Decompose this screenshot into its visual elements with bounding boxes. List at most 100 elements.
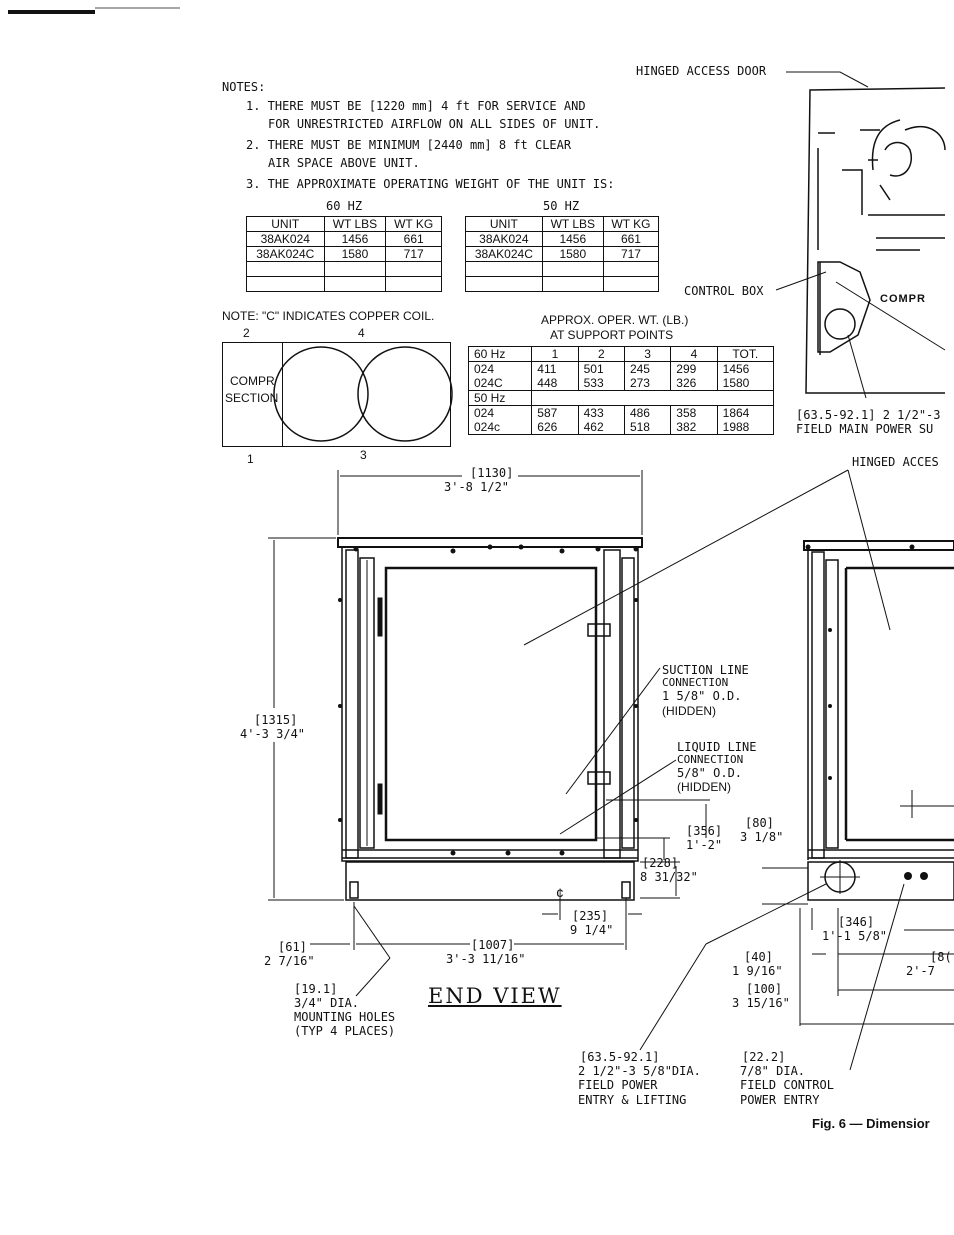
support-point-2: 2 [243,326,250,340]
table-cell: 1580 [323,246,387,262]
fan-circle-right [357,346,453,442]
empty-cell [246,261,325,277]
hz60-label: 60 HZ [326,199,363,213]
table-cell: 717 [385,246,442,262]
control-entry-line-1: [22.2] [742,1050,786,1064]
note-2-line-2: AIR SPACE ABOVE UNIT. [268,156,420,170]
value-cell: 245 [629,362,650,376]
empty-cell [323,261,387,277]
value-cell: 299 [676,362,697,376]
support-title-line-1: APPROX. OPER. WT. (LB.) [541,313,689,327]
header-cell: 4 [670,346,718,362]
empty-cell [465,261,543,277]
control-entry-line-4: POWER ENTRY [740,1093,820,1107]
section-label: SECTION [225,391,279,405]
liquid-line-2: CONNECTION [677,753,744,766]
note-2-line-1: 2. THERE MUST BE MINIMUM [2440 mm] 8 ft … [246,138,572,152]
suction-line-3: 1 5/8" O.D. [662,689,742,703]
value-cell: 326 [676,376,697,390]
header-cell: WT KG [385,216,442,232]
dim-61-in: 2 7/16" [264,954,315,968]
compr-top-label: COMPR [880,293,926,305]
header-cell: WT KG [602,216,660,232]
empty-cell [541,276,604,292]
value-cell: 518 [629,420,650,434]
fan-circle-left [273,346,369,442]
dim-228-mm: [228] [642,856,679,870]
height-mm: [1315] [254,713,298,727]
dim-61-mm: [61] [278,940,307,954]
header-cell: 3 [623,346,672,362]
empty-cell [602,261,660,277]
value-cell: 462 [583,420,604,434]
control-entry-line-2: 7/8" DIA. [740,1064,806,1078]
power-entry-line-1: [63.5-92.1] [580,1050,660,1064]
suction-line-4: (HIDDEN) [662,704,716,718]
copper-coil-note: NOTE: "C" INDICATES COPPER COIL. [222,309,435,323]
header-cell: 60 Hz [467,346,533,362]
value-cell: 273 [629,376,650,390]
table-cell: 1580 [541,246,604,262]
header-cell: UNIT [246,216,325,232]
value-cell: 501 [583,362,604,376]
note-1-line-2: FOR UNRESTRICTED AIRFLOW ON ALL SIDES OF… [268,117,601,131]
suction-line-1: SUCTION LINE [662,663,749,677]
model-cell: 024 [474,362,495,376]
end-view-drawing [268,469,849,997]
suction-line-2: CONNECTION [662,676,729,689]
note-3-line-1: 3. THE APPROXIMATE OPERATING WEIGHT OF T… [246,177,615,191]
table-cell: 1456 [541,231,604,247]
value-cell: 1580 [722,376,750,390]
support-point-1: 1 [247,452,254,466]
table-cell: 38AK024 [246,231,325,247]
dim-100-mm: [100] [746,982,783,996]
hz50-label: 50 HZ [543,199,580,213]
dim-228-in: 8 31/32" [640,870,698,884]
power-entry-line-3: FIELD POWER [578,1078,658,1092]
value-cell: 626 [537,420,558,434]
empty-cell [385,261,442,277]
value-cell: 1864 [722,406,750,420]
control-box-label: CONTROL BOX [684,284,764,298]
empty-cell [465,276,543,292]
header-cell: TOT. [716,346,775,362]
hinged-access-door-label: HINGED ACCESS DOOR [636,64,767,78]
value-cell: 486 [629,406,650,420]
dim-40-in: 1 9/16" [732,964,783,978]
hz50-row-label: 50 Hz [467,390,533,406]
note-1-line-1: 1. THERE MUST BE [1220 mm] 4 ft FOR SERV… [246,99,586,113]
empty-cell [602,276,660,292]
control-entry-line-3: FIELD CONTROL [740,1078,834,1092]
header-cell: UNIT [465,216,543,232]
model-cell: 024c [474,420,501,434]
empty-cell [323,276,387,292]
holes-line-2: 3/4" DIA. [294,996,360,1010]
header-cell: WT LBS [541,216,604,232]
table-cell: 38AK024C [465,246,543,262]
value-cell: 533 [583,376,604,390]
holes-line-3: MOUNTING HOLES [294,1010,396,1024]
header-cell: 2 [577,346,625,362]
holes-line-1: [19.1] [294,982,338,996]
dim-235-mm: [235] [572,909,609,923]
header-cell: WT LBS [323,216,387,232]
table-cell: 661 [385,231,442,247]
empty-cell [246,276,325,292]
value-cell: 1456 [722,362,750,376]
power-entry-line-2: 2 1/2"-3 5/8"DIA. [578,1064,701,1078]
notes-heading: NOTES: [222,80,266,94]
dim-346-mm: [346] [838,915,875,929]
value-cell: 587 [537,406,558,420]
liquid-line-4: (HIDDEN) [677,780,731,794]
dim-8x-in: 2'-7 [906,964,935,978]
centerline-mark: ¢ [556,885,564,901]
height-ft: 4'-3 3/4" [240,727,306,741]
